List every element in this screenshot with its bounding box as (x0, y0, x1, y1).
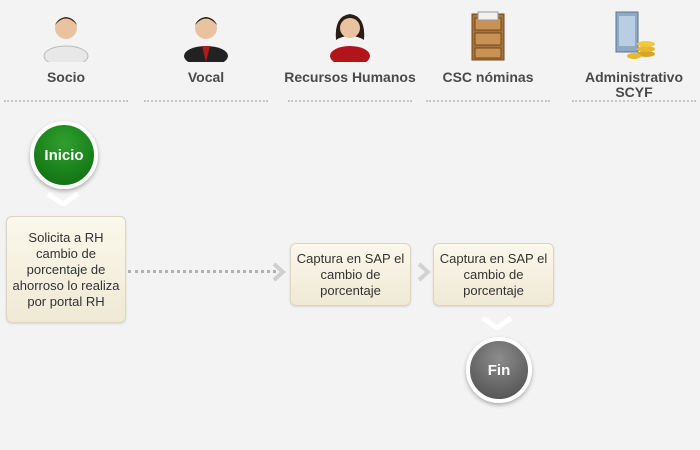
lane-divider (572, 100, 696, 102)
actor-administrativo-scyf: Administrativo SCYF (568, 0, 700, 102)
chevron-down-icon (46, 192, 80, 206)
actor-label: Recursos Humanos (284, 69, 416, 85)
dotted-connector (128, 270, 276, 273)
person-suit-icon (184, 17, 228, 62)
building-coins-icon (615, 11, 655, 59)
actor-socio: Socio (0, 0, 132, 102)
actor-label: Vocal (187, 69, 225, 85)
step-solicita-box: Solicita a RH cambio de porcentaje de ah… (6, 216, 126, 323)
actor-vocal: Vocal (140, 0, 272, 102)
end-node: Fin (466, 337, 532, 403)
step-captura-csc-box: Captura en SAP el cambio de porcentaje (433, 243, 554, 306)
actor-label: CSC nóminas (442, 69, 534, 85)
lane-divider (144, 100, 268, 102)
chevron-right-icon (272, 262, 286, 282)
chevron-down-icon (481, 316, 513, 330)
actor-label: Administrativo SCYF (584, 69, 683, 100)
person-woman-icon (330, 14, 370, 62)
start-node: Inicio (30, 121, 98, 189)
chevron-right-icon (417, 262, 431, 282)
step-captura-rh-box: Captura en SAP el cambio de porcentaje (290, 243, 411, 306)
actor-label: Socio (46, 69, 86, 85)
file-cabinet-icon (471, 11, 505, 61)
lane-divider (288, 100, 412, 102)
actor-recursos-humanos: Recursos Humanos (284, 0, 416, 102)
person-white-shirt-icon (43, 17, 89, 62)
lane-divider (4, 100, 128, 102)
lane-divider (426, 100, 550, 102)
actor-csc-nominas: CSC nóminas (422, 0, 554, 102)
